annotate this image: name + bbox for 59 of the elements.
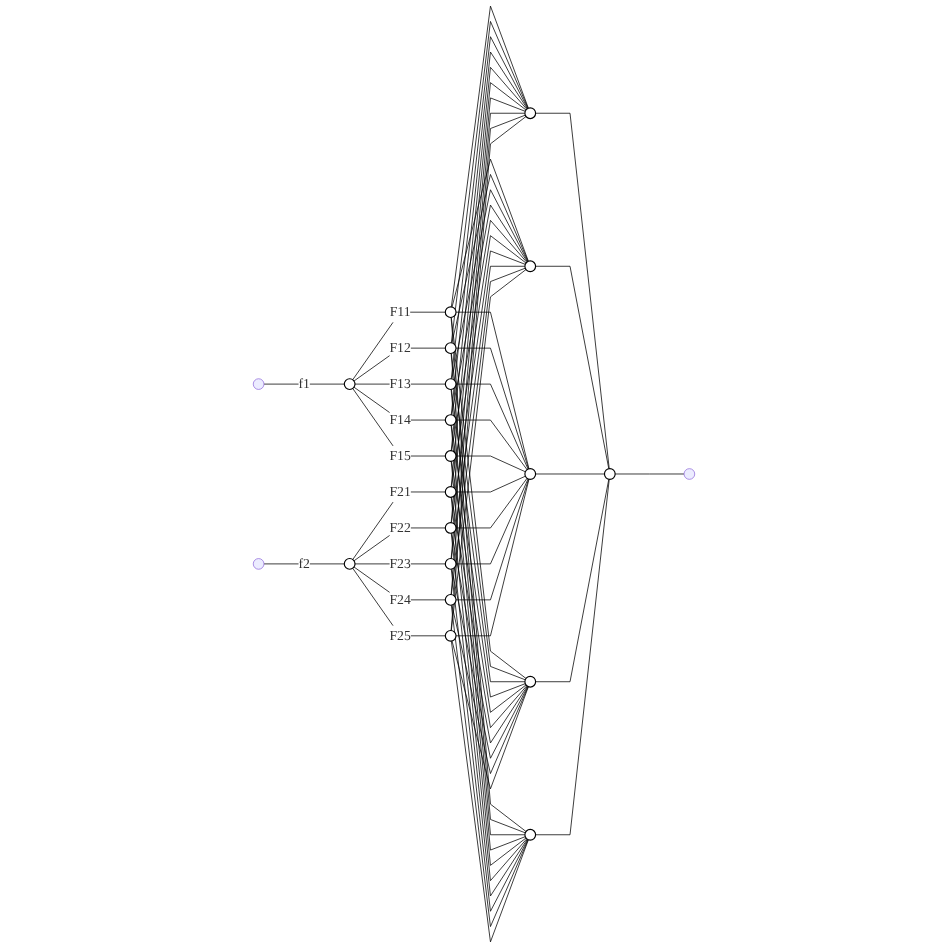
node-circle <box>444 557 457 570</box>
node-circle <box>603 468 616 480</box>
connector <box>451 219 528 452</box>
node-circle <box>524 828 537 841</box>
connector <box>451 235 527 488</box>
connector <box>535 478 610 836</box>
connector <box>614 473 685 475</box>
connector <box>451 460 527 713</box>
connector <box>451 532 528 744</box>
node-circle <box>444 378 457 391</box>
node-circle <box>444 629 457 642</box>
connector <box>455 478 530 637</box>
connector <box>353 347 446 382</box>
connector <box>451 174 529 344</box>
connector <box>455 383 529 470</box>
connector <box>455 477 528 529</box>
connector <box>352 311 446 381</box>
connector <box>354 383 446 385</box>
node-circle <box>444 342 457 355</box>
connector <box>450 5 529 308</box>
connector <box>455 478 529 565</box>
connector <box>451 158 529 308</box>
connector <box>451 204 528 416</box>
connector <box>353 527 446 562</box>
connector <box>451 250 526 524</box>
node-circle <box>444 522 457 534</box>
connector <box>353 566 446 601</box>
node-circle <box>444 486 457 498</box>
connector <box>352 491 446 560</box>
node-circle <box>444 306 457 319</box>
connector <box>451 496 528 729</box>
connector <box>455 475 526 493</box>
connector <box>455 347 529 470</box>
node-circle <box>343 378 356 391</box>
connector <box>535 478 610 683</box>
node-circle <box>444 414 457 426</box>
connector <box>263 383 345 385</box>
node-circle <box>343 557 356 570</box>
connector <box>455 455 526 473</box>
node-circle <box>444 593 457 606</box>
connector <box>450 640 529 943</box>
connector <box>352 388 446 457</box>
connector <box>451 424 526 698</box>
connector <box>451 189 529 380</box>
connector <box>535 112 610 470</box>
connector <box>455 311 530 470</box>
node-circle <box>524 675 537 688</box>
connector <box>451 640 529 790</box>
connector <box>263 563 345 565</box>
connector <box>535 265 610 470</box>
connector <box>353 386 446 421</box>
node-circle <box>444 450 457 462</box>
connector <box>455 419 528 471</box>
connector <box>455 478 529 601</box>
node-circle <box>524 107 537 120</box>
connector <box>352 567 446 637</box>
node-circle <box>524 260 537 273</box>
node-circle <box>524 468 537 480</box>
connector <box>535 473 605 475</box>
